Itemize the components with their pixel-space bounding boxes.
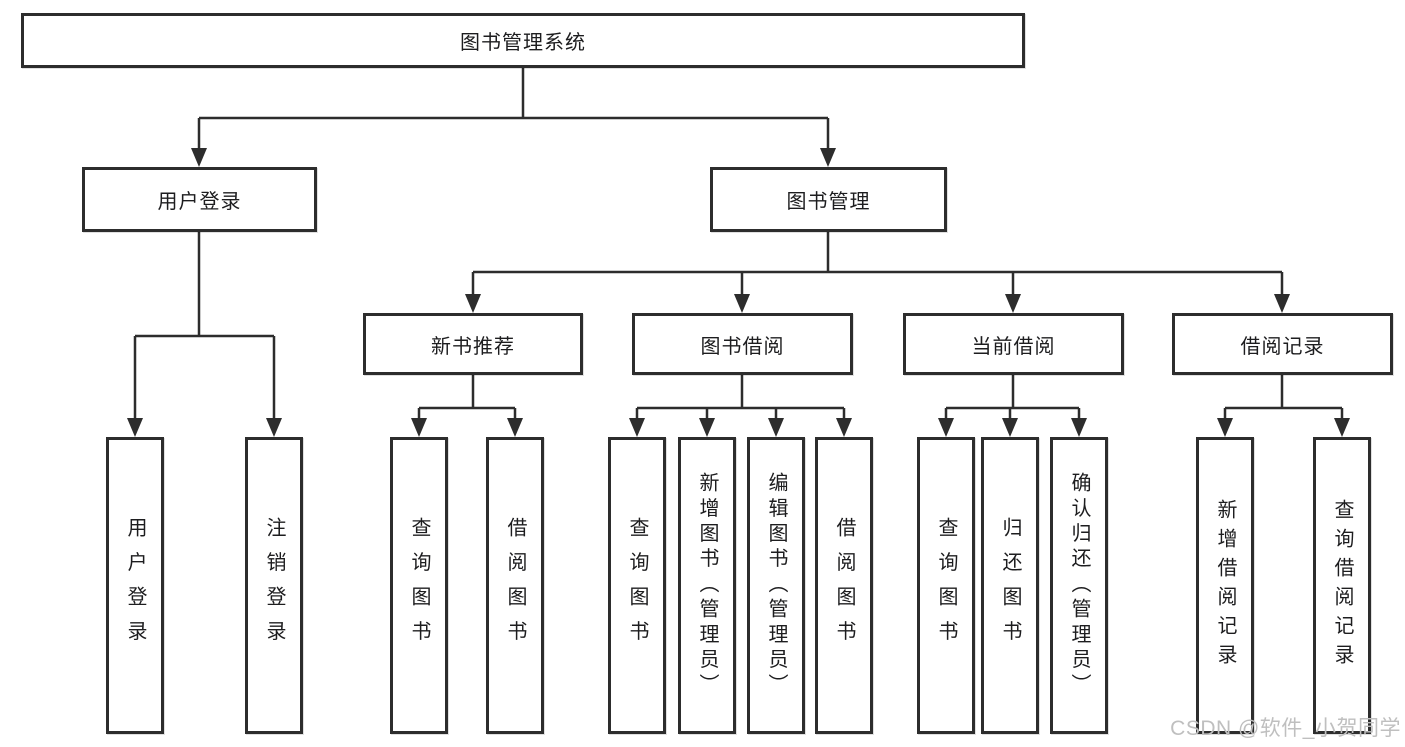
leaf-query-borrow-record: 查询借阅记录 (1313, 437, 1371, 734)
arrowhead (411, 418, 427, 437)
leaf-logout-label: 注销登录 (263, 516, 285, 655)
leaf-query-books-3: 查询图书 (917, 437, 975, 734)
leaf-borrow-books-1: 借阅图书 (486, 437, 544, 734)
edge-user-login-children (133, 232, 276, 420)
leaf-return-books: 归还图书 (981, 437, 1039, 734)
edge-book-borrow-children (635, 375, 846, 420)
node-borrow-records: 借阅记录 (1172, 313, 1393, 375)
arrowhead (1217, 418, 1233, 437)
arrowhead (507, 418, 523, 437)
leaf-add-books-admin-label: 新增图书（管理员） (696, 472, 718, 699)
leaf-query-books-1-label: 查询图书 (408, 516, 430, 655)
arrowhead (629, 418, 645, 437)
leaf-user-login: 用户登录 (106, 437, 164, 734)
arrowhead (734, 294, 750, 313)
leaf-query-books-1: 查询图书 (390, 437, 448, 734)
arrowhead (836, 418, 852, 437)
node-user-login-branch: 用户登录 (82, 167, 317, 232)
node-new-book-recommend: 新书推荐 (363, 313, 583, 375)
node-current-borrow: 当前借阅 (903, 313, 1124, 375)
leaf-user-login-label: 用户登录 (124, 516, 146, 655)
edge-borrow-records-children (1223, 375, 1344, 420)
arrowhead (820, 148, 836, 167)
edge-current-borrow-children (944, 375, 1081, 420)
leaf-return-books-label: 归还图书 (999, 516, 1021, 655)
edge-root-to-level2 (197, 68, 830, 150)
arrowhead (938, 418, 954, 437)
arrowhead (1071, 418, 1087, 437)
leaf-edit-books-admin: 编辑图书（管理员） (747, 437, 805, 734)
arrowhead (1334, 418, 1350, 437)
leaf-borrow-books-2: 借阅图书 (815, 437, 873, 734)
arrowhead (1005, 294, 1021, 313)
arrowhead (191, 148, 207, 167)
leaf-add-borrow-record-label: 新增借阅记录 (1214, 498, 1236, 673)
arrowhead (768, 418, 784, 437)
edge-new-book-recommend-children (417, 375, 517, 420)
leaf-confirm-return-admin-label: 确认归还（管理员） (1068, 472, 1090, 699)
node-book-management: 图书管理 (710, 167, 947, 232)
arrowhead (266, 418, 282, 437)
leaf-query-borrow-record-label: 查询借阅记录 (1331, 498, 1353, 673)
leaf-add-books-admin: 新增图书（管理员） (678, 437, 736, 734)
node-book-borrow: 图书借阅 (632, 313, 853, 375)
leaf-borrow-books-1-label: 借阅图书 (504, 516, 526, 655)
arrowhead (1002, 418, 1018, 437)
csdn-watermark: CSDN @软件_小贺同学 (1170, 717, 1401, 740)
node-root: 图书管理系统 (21, 13, 1025, 68)
leaf-query-books-2-label: 查询图书 (626, 516, 648, 655)
leaf-query-books-3-label: 查询图书 (935, 516, 957, 655)
leaf-logout: 注销登录 (245, 437, 303, 734)
leaf-edit-books-admin-label: 编辑图书（管理员） (765, 472, 787, 699)
leaf-query-books-2: 查询图书 (608, 437, 666, 734)
arrowhead (699, 418, 715, 437)
leaf-add-borrow-record: 新增借阅记录 (1196, 437, 1254, 734)
leaf-confirm-return-admin: 确认归还（管理员） (1050, 437, 1108, 734)
edge-book-management-children (471, 232, 1284, 296)
arrowhead (465, 294, 481, 313)
arrowhead (1274, 294, 1290, 313)
leaf-borrow-books-2-label: 借阅图书 (833, 516, 855, 655)
arrowhead (127, 418, 143, 437)
